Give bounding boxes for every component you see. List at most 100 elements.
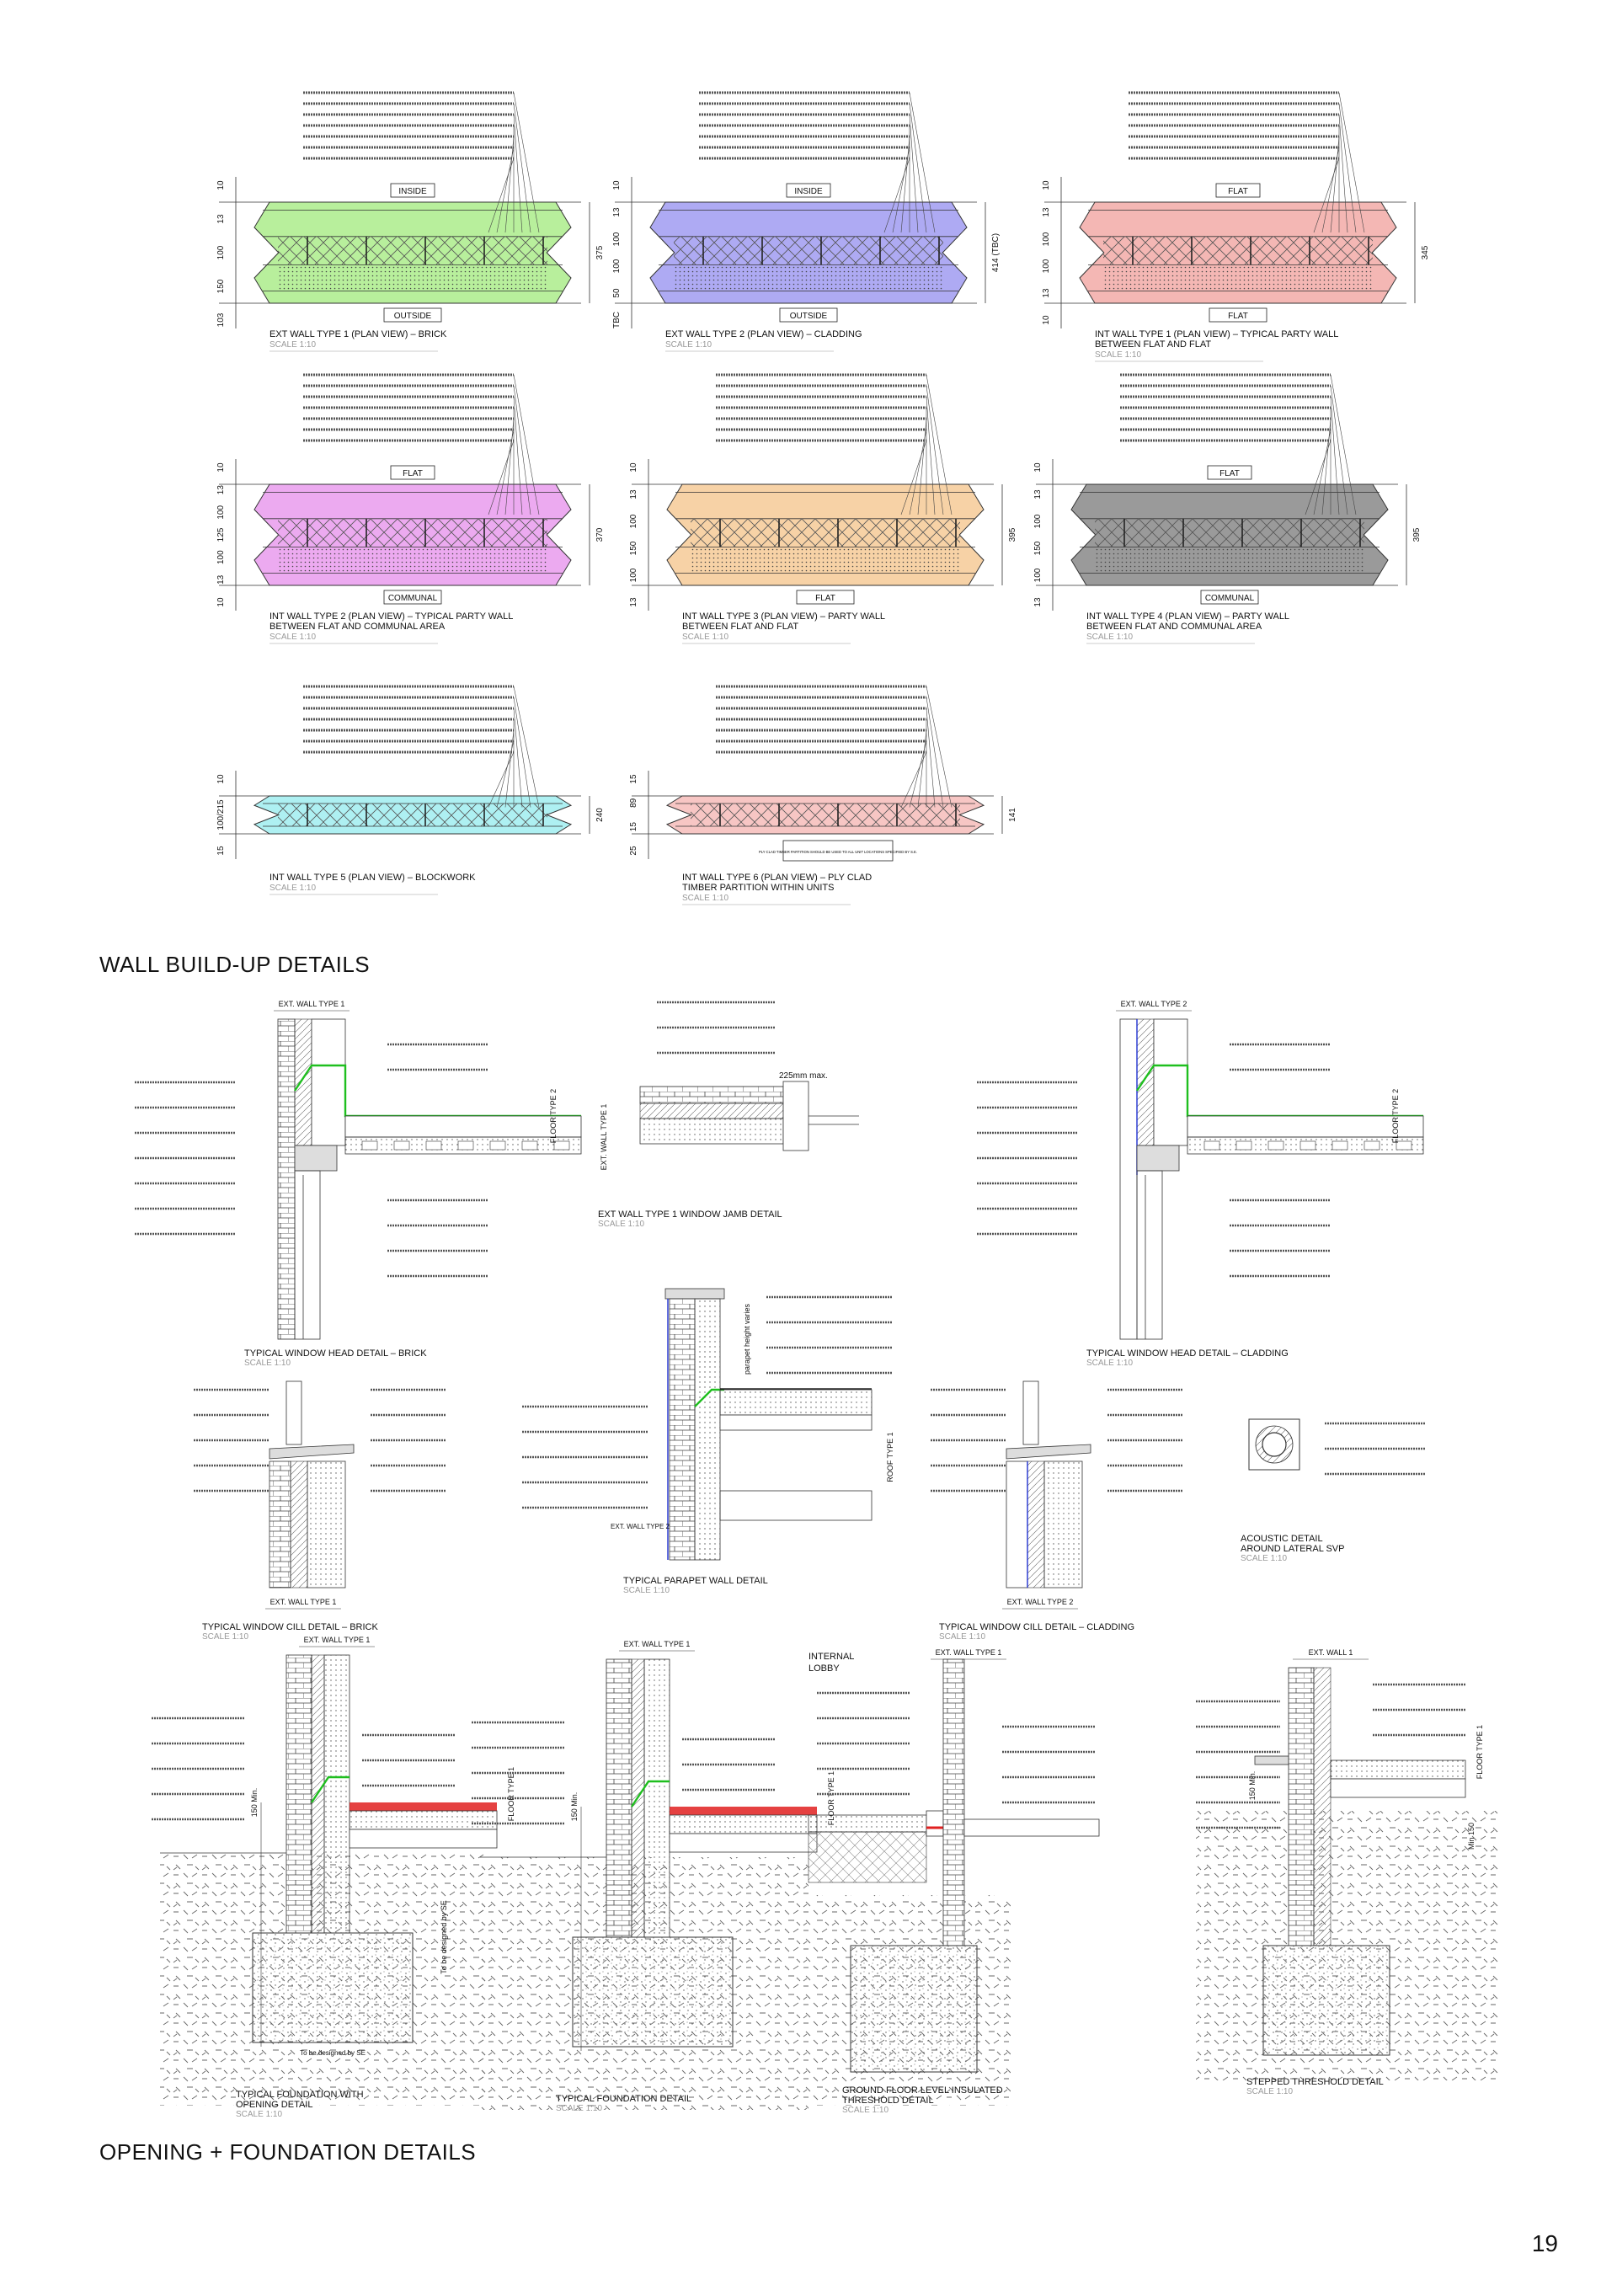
left-dimension: 100 [216,245,226,259]
wall-top-label-box [786,183,831,198]
wall-notes [1129,91,1365,233]
detail-scale: SCALE 1:10 [1241,1554,1287,1563]
detail-title-line2: AROUND LATERAL SVP [1241,1544,1344,1554]
note-leader [513,686,540,808]
outer-leaf [942,1658,965,1946]
masonry-dots [1103,264,1373,291]
window-head-below [719,1490,873,1521]
wall-scale: SCALE 1:10 [270,633,316,642]
note-leader [926,697,944,808]
insulation-hatch [1103,236,1373,265]
floor-insulation [1330,1759,1466,1780]
left-dimension: 10 [629,462,638,473]
detail-scale: SCALE 1:10 [939,1632,985,1642]
wall-title-line2: TIMBER PARTITION WITHIN UNITS [682,883,834,893]
concrete-footing [1262,1945,1390,2056]
left-dimension: 13 [1042,207,1051,217]
total-dimension: 414 (TBC) [991,233,1001,272]
left-dimension: 15 [629,822,638,832]
wall-top-label: INSIDE [398,187,427,196]
detail-scale: SCALE 1:10 [1086,1359,1133,1368]
wall-type-tag: EXT. WALL TYPE 1 [270,1598,337,1606]
plank-void [489,1140,506,1151]
page-number: 19 [1531,2230,1558,2256]
masonry-dots [278,264,547,291]
detail-title: TYPICAL WINDOW CILL DETAIL – BRICK [202,1622,378,1632]
masonry-dots [278,547,547,574]
left-dimension: 100 [216,505,226,520]
wall-bottom-label-box [796,590,855,605]
detail-scale: SCALE 1:10 [598,1220,644,1229]
left-dimension: 150 [216,279,226,293]
detail-sheet: EXT. WALL TYPE 1 FLOOR TYPE 2 TYPICAL WIND… [135,1000,1499,2119]
left-dimension: 100 [629,568,638,582]
wall-type-label: EXT. WALL TYPE 1 [600,1104,608,1171]
left-dimension: 13 [216,214,226,224]
cill-cavity [1027,1460,1045,1589]
left-dimension: 25 [629,846,638,856]
insulation-hatch [691,518,960,547]
floor-type-label: FLOOR TYPE 1 [507,1767,515,1821]
wall-top-label: FLAT [1219,469,1240,478]
floor-screed [808,1814,927,1833]
roof-deck [719,1414,873,1431]
left-dimension: 10 [216,462,226,473]
left-dimension: 13 [216,485,226,495]
plank-void [1396,1140,1412,1151]
insulation-hatch [1095,518,1364,547]
detail-title: GROUND FLOOR LEVEL INSULATED [842,2085,1003,2096]
wall-title: EXT WALL TYPE 1 (PLAN VIEW) – BRICK [270,329,447,339]
note-leader [900,751,927,808]
left-dimension: 10 [1033,462,1043,473]
lintel [1136,1145,1180,1172]
outer-leaf [286,1654,312,1934]
wall-type-tag: EXT. WALL TYPE 1 [279,1000,345,1008]
note-leader [1305,440,1331,515]
wall-bottom-label-box [1209,307,1267,323]
jamb-cavity [639,1103,784,1119]
jamb-frame [782,1081,809,1151]
left-dimension: TBC [612,312,622,328]
door-threshold [926,1810,944,1837]
plank-void [1267,1140,1284,1151]
wall-scale: SCALE 1:10 [1095,350,1141,360]
parapet-coping [664,1288,725,1300]
note-leader [504,418,515,515]
note-leader [496,429,515,515]
detail-title: EXT WALL TYPE 1 WINDOW JAMB DETAIL [598,1209,782,1220]
cill-cavity [290,1460,308,1589]
note-leader [917,418,927,515]
total-dimension: 395 [1412,527,1422,542]
insulation-hatch [674,236,943,265]
left-dimension: 89 [629,798,638,808]
detail-scale: SCALE 1:10 [1246,2087,1293,2096]
total-dimension: 395 [1008,527,1017,542]
note-leader [504,729,515,808]
note-leader [504,136,515,233]
note-leader [1330,374,1357,515]
note-leader [1338,103,1357,233]
jamb-dimension: 225mm max. [779,1071,828,1081]
wall-title: INT WALL TYPE 2 (PLAN VIEW) – TYPICAL PA… [270,611,513,622]
cavity [1313,1667,1331,1946]
note-leader [917,729,927,808]
left-dimension: 100/215 [216,799,226,830]
external-paving [963,1818,1100,1837]
plank-void [1331,1140,1348,1151]
left-dimension: 100 [216,550,226,564]
min-dimension: 150 Min. [570,1792,579,1822]
step-dimension: Min 150 [1467,1823,1476,1850]
note-leader [1321,418,1331,515]
outer-leaf [1288,1667,1315,1946]
detail-title: TYPICAL FOUNDATION DETAIL [556,2094,691,2104]
wall-notes [1120,373,1357,515]
floor-type-label: FLOOR TYPE 2 [549,1089,558,1143]
left-dimension: 103 [216,312,226,327]
left-dimension: 100 [612,259,622,273]
left-dimension: 10 [1042,180,1051,190]
